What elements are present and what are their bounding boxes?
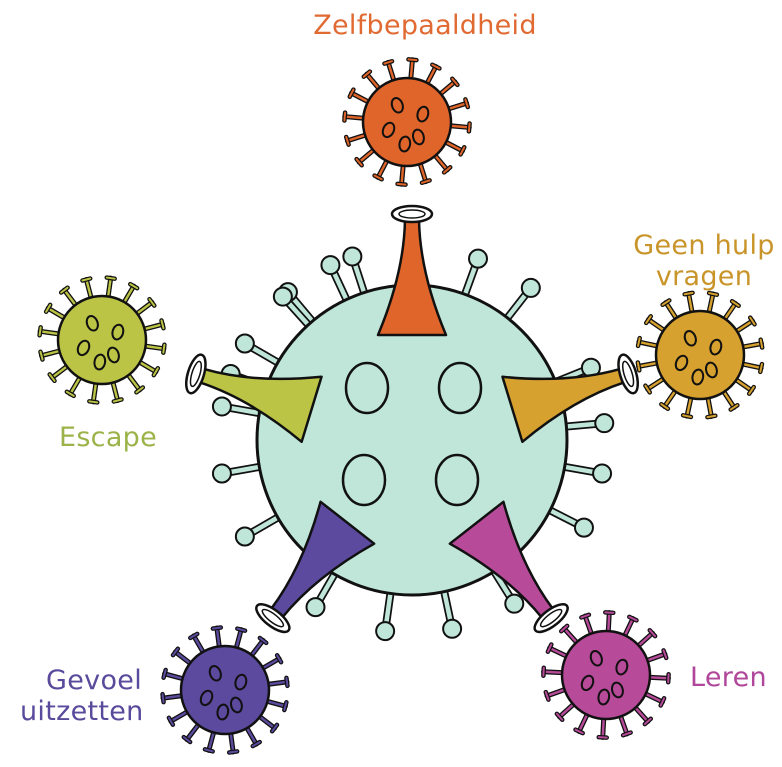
label-zelfbepaaldheid-text: Zelfbepaaldheid <box>300 10 550 41</box>
label-gevoel-line2: uitzetten <box>20 696 142 727</box>
label-leren-text: Leren <box>690 662 780 693</box>
label-geen-hulp-line2: vragen <box>628 261 780 292</box>
magenta-virus-icon <box>543 612 668 737</box>
label-geen-hulp-vragen: Geen hulp vragen <box>628 230 780 292</box>
label-escape-text: Escape <box>48 422 168 453</box>
label-zelfbepaaldheid: Zelfbepaaldheid <box>300 10 550 41</box>
label-leren: Leren <box>690 662 780 693</box>
label-geen-hulp-line1: Geen hulp <box>628 230 780 261</box>
lime-virus-icon <box>40 278 165 403</box>
label-gevoel-line1: Gevoel <box>20 665 142 696</box>
label-escape: Escape <box>48 422 168 453</box>
orange-virus-icon <box>344 59 469 184</box>
central-virus-icon <box>182 206 641 640</box>
label-gevoel-uitzetten: Gevoel uitzetten <box>20 665 142 727</box>
purple-virus-icon <box>163 628 288 753</box>
gold-virus-icon <box>638 293 762 417</box>
